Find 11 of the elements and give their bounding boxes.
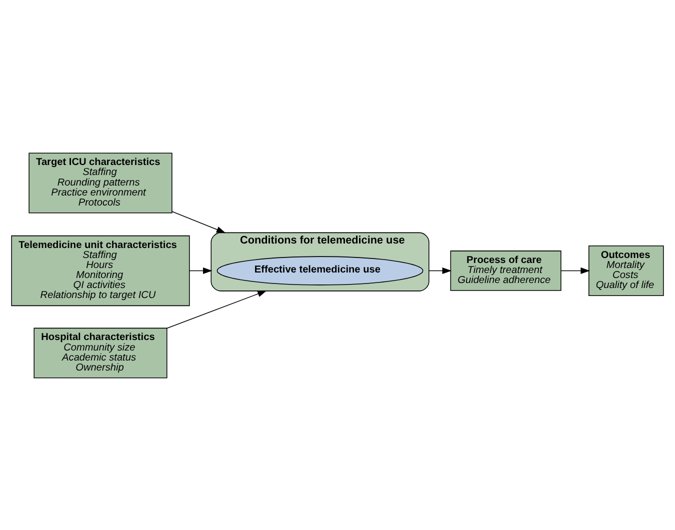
arrow bbox=[560, 266, 590, 274]
arrow bbox=[166, 290, 267, 328]
node-box: Hospital characteristics Community size Academic status Ownership bbox=[34, 327, 168, 378]
arrow bbox=[428, 266, 452, 274]
node-box: Telemedicine unit characteristics Staffing Hours Monitoring QI activities Relationship to target ICU bbox=[11, 234, 190, 306]
arrow bbox=[172, 210, 226, 233]
node-box: Target ICU characteristics Staffing Rounding patterns Practice environment Protocols bbox=[28, 152, 172, 213]
node-box: Outcomes Mortality Costs Quality of life bbox=[588, 245, 664, 296]
node-ellipse: Effective telemedicine use bbox=[216, 256, 424, 285]
node-box: Process of care Timely treatment Guideline adherence bbox=[450, 250, 562, 290]
arrow bbox=[189, 266, 212, 274]
